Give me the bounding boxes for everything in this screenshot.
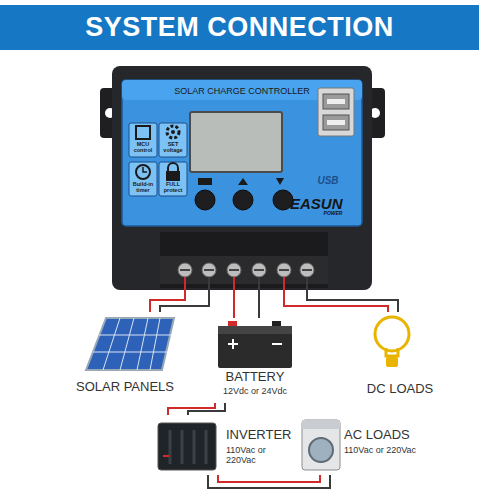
wire: [188, 403, 225, 415]
usb-mark: USB: [313, 176, 343, 187]
node-label: INVERTER: [226, 428, 298, 443]
solar-panel-image: [86, 318, 174, 370]
washing-machine-image: [302, 420, 340, 470]
charge-controller: SOLAR CHARGE CONTROLLER: [100, 55, 385, 290]
icon-caption: FULL protect: [160, 182, 186, 194]
node-label: SOLAR CHARGE CONTROLLER: [122, 86, 362, 96]
wire: [218, 475, 320, 482]
wire: [284, 290, 388, 312]
dc-load: DC LOADS: [350, 312, 450, 404]
node-label: BATTERY: [200, 370, 310, 385]
title-text: SYSTEM CONNECTION: [0, 12, 479, 43]
icon-caption: MCU control: [130, 142, 156, 154]
usb-ports: [318, 88, 354, 136]
lcd-screen: [190, 112, 282, 172]
wire: [160, 290, 209, 312]
wire: [258, 290, 260, 318]
node-label: AC LOADS: [344, 428, 430, 443]
wire: [168, 403, 215, 415]
inverter-image: [158, 423, 216, 470]
node-sublabel: 110Vac or 220Vac: [226, 445, 298, 466]
feature-icons: [129, 123, 187, 196]
node-label: DC LOADS: [350, 382, 450, 397]
solar-panel: SOLAR PANELS: [60, 312, 190, 402]
title-banner: [0, 5, 479, 50]
controller-face: [122, 80, 362, 226]
ac-load: AC LOADS 110Vac or 220Vac: [300, 415, 430, 475]
wire-pair: [168, 403, 225, 415]
wire: [150, 290, 185, 312]
controller-body: [112, 66, 372, 290]
bulb-image: [375, 317, 409, 367]
inverter: INVERTER 110Vac or 220Vac: [148, 415, 298, 475]
node-sublabel: 110Vac or 220Vac: [344, 445, 430, 455]
brand-name: EASUN: [290, 196, 340, 212]
node-label: SOLAR PANELS: [60, 380, 190, 395]
wire-pair: [234, 290, 259, 318]
wire-pair: [284, 290, 398, 312]
wire-pair: [208, 475, 330, 488]
wire: [233, 290, 235, 318]
battery: BATTERY12Vdc or 24Vdc: [200, 318, 310, 403]
battery-image: [218, 321, 292, 368]
buttons: [195, 178, 293, 210]
wire: [208, 475, 330, 488]
brand-subname: POWER: [318, 211, 348, 216]
wire-pair: [150, 290, 209, 312]
node-sublabel: 12Vdc or 24Vdc: [200, 386, 310, 396]
wire: [307, 290, 398, 312]
icon-caption: Build-in timer: [130, 182, 156, 194]
icon-caption: SET voltage: [160, 142, 186, 154]
wire-stubs: [185, 277, 307, 290]
